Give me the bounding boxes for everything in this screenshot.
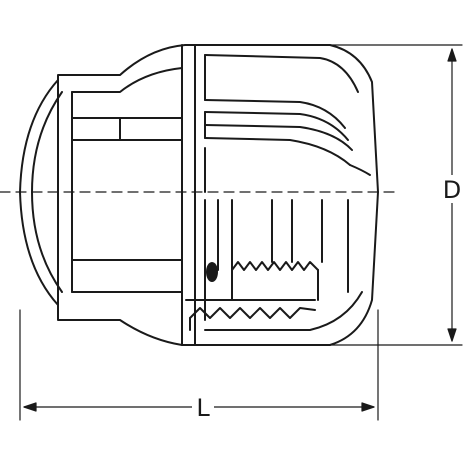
grip-teeth <box>185 261 319 331</box>
length-label: L <box>196 394 210 422</box>
o-ring-seal <box>206 262 218 282</box>
upper-nut <box>194 44 379 193</box>
lower-body <box>57 191 196 346</box>
diameter-label: D <box>443 176 461 204</box>
extension-lines <box>19 44 463 421</box>
upper-body <box>57 44 196 193</box>
lower-nut <box>194 191 379 346</box>
